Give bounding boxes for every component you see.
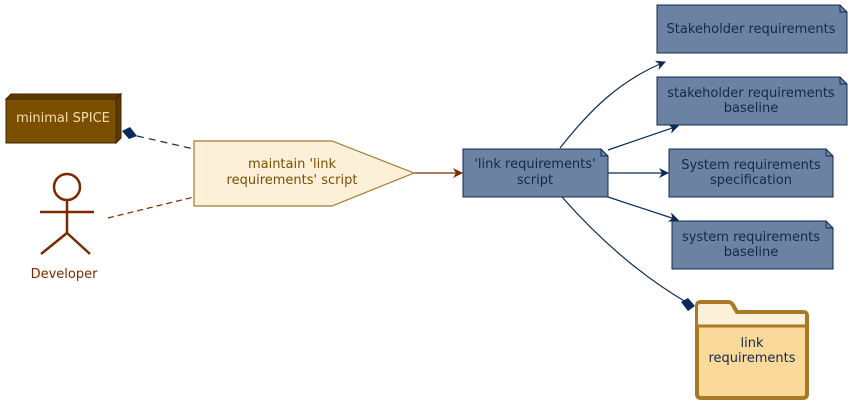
node-minimal-spice[interactable]: minimal SPICE bbox=[4, 92, 123, 145]
stakeholder-baseline-line2: baseline bbox=[724, 101, 778, 116]
edge-script-to-stakeholder-req bbox=[559, 60, 666, 149]
node-system-requirements-baseline[interactable]: system requirements baseline bbox=[671, 220, 834, 270]
folder-label-line2: requirements bbox=[709, 351, 796, 366]
diamond-folder-end bbox=[681, 298, 695, 311]
stakeholder-req-label: Stakeholder requirements bbox=[667, 22, 836, 37]
system-baseline-line1: system requirements bbox=[682, 230, 820, 245]
system-spec-line1: System requirements bbox=[681, 158, 821, 173]
edge-developer-to-process bbox=[107, 196, 195, 219]
stakeholder-baseline-line1: stakeholder requirements bbox=[667, 86, 835, 101]
node-stakeholder-requirements[interactable]: Stakeholder requirements bbox=[656, 4, 848, 54]
node-system-requirements-specification[interactable]: System requirements specification bbox=[668, 148, 834, 198]
diamond-spice-end bbox=[122, 127, 137, 139]
node-process-maintain-script[interactable]: maintain 'link requirements' script bbox=[193, 140, 416, 207]
process-label-line1: maintain 'link bbox=[248, 157, 337, 172]
script-label-line2: script bbox=[517, 173, 553, 188]
edge-spice-to-process bbox=[136, 135, 195, 150]
edges bbox=[107, 60, 695, 311]
edge-script-to-stakeholder-baseline bbox=[607, 124, 679, 151]
node-link-requirements-folder[interactable]: link requirements bbox=[695, 300, 809, 400]
edge-script-to-folder bbox=[561, 196, 687, 303]
process-label-line2: requirements' script bbox=[227, 173, 358, 188]
folder-label-line1: link bbox=[741, 336, 764, 351]
actor-head bbox=[52, 172, 82, 202]
script-label-line1: 'link requirements' bbox=[474, 157, 595, 172]
developer-label: Developer bbox=[31, 267, 99, 282]
system-spec-line2: specification bbox=[710, 173, 792, 188]
node-stakeholder-requirements-baseline[interactable]: stakeholder requirements baseline bbox=[656, 76, 848, 126]
system-baseline-line2: baseline bbox=[724, 245, 778, 260]
node-link-requirements-script[interactable]: 'link requirements' script bbox=[462, 148, 609, 198]
actor-developer[interactable] bbox=[40, 172, 94, 255]
edge-script-to-system-baseline bbox=[607, 196, 679, 222]
minimal-spice-label: minimal SPICE bbox=[16, 111, 110, 126]
